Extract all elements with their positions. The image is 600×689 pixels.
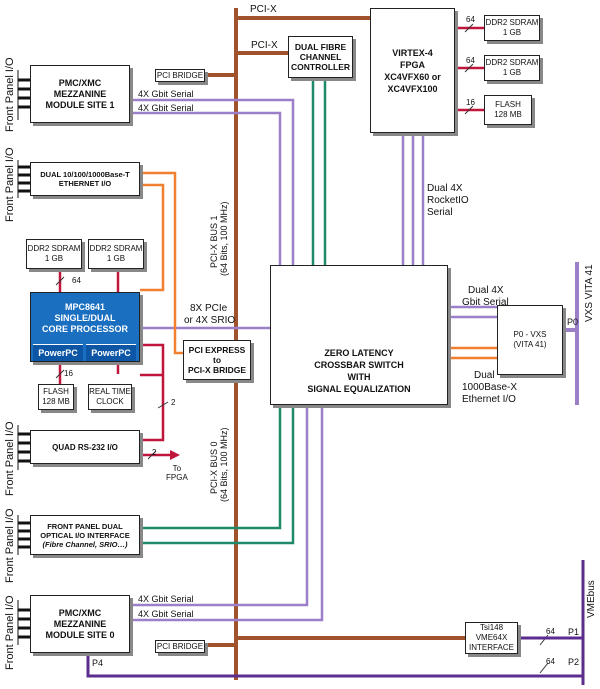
pcie-srio-label-a: 8X PCIe <box>190 303 228 314</box>
to-fpga-arrow <box>170 450 180 460</box>
p0-label: P0 <box>567 317 579 327</box>
fpga-serial-width: 2 <box>152 448 157 457</box>
ddr2-b-label: DDR2 SDRAM 1 GB <box>89 244 143 263</box>
pcix-bus-0-label: PCI-X BUS 0 <box>209 441 219 494</box>
quad-rs232-io: QUAD RS-232 I/O <box>30 430 140 464</box>
ddr2-a-label: DDR2 SDRAM 1 GB <box>27 244 81 263</box>
optical-sublabel: (Fibre Channel, SRIO…) <box>42 539 128 549</box>
vxs-p0-connector: P0 - VXS (VITA 41) <box>497 305 563 375</box>
ddr2-sdram-cpu-b: DDR2 SDRAM 1 GB <box>88 239 144 269</box>
pmc-xmc-site-0: PMC/XMC MEZZANINE MODULE SITE 0 <box>30 595 130 653</box>
site1-serial-a: 4X Gbit Serial <box>138 89 194 99</box>
fpga-ddr2-sdram-b: DDR2 SDRAM 1 GB <box>484 55 540 81</box>
pcie-to-pcix-bridge: PCI EXPRESS to PCI-X BRIDGE <box>183 340 251 380</box>
front-panel-label-4: Front Panel I/O <box>4 508 16 583</box>
rocketio-a: Dual 4X <box>427 183 463 194</box>
pcix-bus-1-width: (64 Bits, 100 MHz) <box>219 201 229 276</box>
site0-serial-a: 4X Gbit Serial <box>138 594 194 604</box>
rocketio-c: Serial <box>427 207 453 218</box>
real-time-clock: REAL TIME CLOCK <box>88 384 132 410</box>
pcix-bus-1-label: PCI-X BUS 1 <box>209 215 219 268</box>
site1-serial-b: 4X Gbit Serial <box>138 103 194 113</box>
cpu-ddr-width: 64 <box>72 276 81 285</box>
fibre-lines <box>140 78 327 545</box>
fpga-ddr-a-label: DDR2 SDRAM 1 GB <box>485 18 539 37</box>
vxs-label: P0 - VXS (VITA 41) <box>513 330 547 349</box>
pci-bridge-1: PCI BRIDGE <box>155 69 205 82</box>
powerpc-core-left: PowerPC <box>33 344 83 361</box>
front-panel-label-5: Front Panel I/O <box>4 595 16 670</box>
gbit-serial-b: Gbit Serial <box>462 297 509 308</box>
ethernet-b: 1000Base-X <box>462 382 518 393</box>
tsi148-label: Tsi148 VME64X INTERFACE <box>469 623 514 652</box>
dual-ethernet-label: DUAL 10/100/1000Base-T ETHERNET I/O <box>40 170 130 188</box>
gbit-serial-a: Dual 4X <box>468 285 504 296</box>
fpga-ddr2-sdram-a: DDR2 SDRAM 1 GB <box>484 15 540 41</box>
vxs-backplane <box>563 262 579 405</box>
fpga-ddr-a-width: 64 <box>466 15 475 24</box>
fpga-ddr-b-label: DDR2 SDRAM 1 GB <box>485 58 539 77</box>
fpga-flash: FLASH 128 MB <box>484 95 532 125</box>
ethernet-c: Ethernet I/O <box>462 394 516 405</box>
p2-label: P2 <box>568 657 580 667</box>
vme-bus <box>86 560 585 685</box>
rtc-width: 2 <box>171 398 176 407</box>
fpga-flash-width: 16 <box>466 98 475 107</box>
cpu-flash-width: 16 <box>64 369 73 378</box>
vxs-vita41-label: VXS VITA 41 <box>584 264 595 322</box>
tsi148-vme-interface: Tsi148 VME64X INTERFACE <box>465 622 518 654</box>
rocketio-b: RocketIO <box>427 195 469 206</box>
p2-width: 64 <box>546 657 555 666</box>
front-panel-optical-io: FRONT PANEL DUAL OPTICAL I/O INTERFACE (… <box>30 515 140 555</box>
pcix-bus-0-width: (64 Bits, 100 MHz) <box>219 427 229 502</box>
site0-serial-b: 4X Gbit Serial <box>138 609 194 619</box>
vmebus-label: VMEbus <box>586 580 597 618</box>
fpga-flash-label: FLASH 128 MB <box>494 100 522 119</box>
pcie-bridge-label: PCI EXPRESS to PCI-X BRIDGE <box>187 345 247 375</box>
cpu-title: MPC8641 SINGLE/DUAL CORE PROCESSOR <box>41 301 128 334</box>
flash-cpu: FLASH 128 MB <box>38 384 74 410</box>
optical-label: FRONT PANEL DUAL OPTICAL I/O INTERFACE <box>40 521 130 540</box>
p1-width: 64 <box>546 627 555 636</box>
pmc-site-1-label: PMC/XMC MEZZANINE MODULE SITE 1 <box>45 77 115 110</box>
front-panel-label-1: Front Panel I/O <box>4 57 16 132</box>
pcie-srio-label-b: or 4X SRIO <box>184 315 236 326</box>
pci-bridge-0: PCI BRIDGE <box>155 640 205 653</box>
pcix-top-label: PCI-X <box>250 4 277 15</box>
virtex4-fpga: VIRTEX-4 FPGA XC4VFX60 or XC4VFX100 <box>370 8 455 133</box>
ethernet-lines <box>140 171 497 360</box>
fpga-label: VIRTEX-4 FPGA XC4VFX60 or XC4VFX100 <box>384 47 441 94</box>
pci-bridge-1-label: PCI BRIDGE <box>156 70 204 80</box>
to-fpga-label: To FPGA <box>166 464 188 482</box>
crossbar-switch: ZERO LATENCY CROSSBAR SWITCH WITH SIGNAL… <box>270 265 448 405</box>
width-ticks <box>55 23 549 674</box>
ddr2-sdram-cpu-a: DDR2 SDRAM 1 GB <box>26 239 82 269</box>
pci-bridge-0-label: PCI BRIDGE <box>156 641 204 651</box>
p1-label: P1 <box>568 627 580 637</box>
dual-fibre-channel-controller: DUAL FIBRE CHANNEL CONTROLLER <box>288 36 353 78</box>
fpga-ddr-b-width: 64 <box>466 56 475 65</box>
pmc-site-0-label: PMC/XMC MEZZANINE MODULE SITE 0 <box>45 607 115 640</box>
serial-lines <box>130 98 497 622</box>
powerpc-core-right: PowerPC <box>86 344 136 361</box>
front-panel-label-2: Front Panel I/O <box>4 147 16 222</box>
crossbar-label: ZERO LATENCY CROSSBAR SWITCH WITH SIGNAL… <box>307 348 411 394</box>
dual-ethernet-io: DUAL 10/100/1000Base-T ETHERNET I/O <box>30 162 140 196</box>
ethernet-a: Dual <box>474 370 495 381</box>
front-panel-label-3: Front Panel I/O <box>4 421 16 496</box>
mpc8641-processor: MPC8641 SINGLE/DUAL CORE PROCESSOR Power… <box>30 292 140 362</box>
quad-rs232-label: QUAD RS-232 I/O <box>52 442 118 452</box>
front-panel-stubs <box>18 78 30 639</box>
flash-cpu-label: FLASH 128 MB <box>42 387 70 406</box>
dual-fibre-label: DUAL FIBRE CHANNEL CONTROLLER <box>290 42 351 72</box>
pmc-xmc-site-1: PMC/XMC MEZZANINE MODULE SITE 1 <box>30 65 130 123</box>
p4-label: P4 <box>92 658 104 668</box>
pcix-dual-fibre-label: PCI-X <box>251 40 278 51</box>
rtc-label: REAL TIME CLOCK <box>89 387 131 406</box>
